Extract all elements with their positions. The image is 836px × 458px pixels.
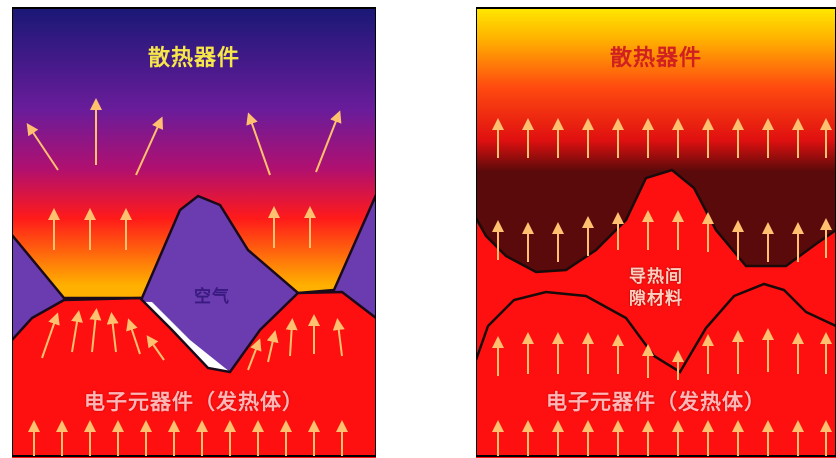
left-heatsink-label: 散热器件 xyxy=(147,46,240,71)
right-component-label: 电子元器件（发热体） xyxy=(546,390,766,414)
heat-flow-arrows-upper xyxy=(26,98,342,176)
tim-label-line2: 隙材料 xyxy=(629,289,683,309)
right-diagram xyxy=(476,7,836,458)
right-heatsink-label: 散热器件 xyxy=(609,46,702,71)
heat-flow-arrows-bottom xyxy=(492,420,832,456)
heat-flow-arrows-component xyxy=(492,328,832,380)
component-boundary xyxy=(476,282,836,374)
heatsink-block xyxy=(476,8,836,272)
component-block xyxy=(12,292,376,458)
left-panel: 散热器件 空气 电子元器件（发热体） xyxy=(12,0,376,458)
tim-label-line1: 导热间 xyxy=(629,267,683,287)
heat-flow-arrows-upper xyxy=(492,118,832,158)
heat-flow-arrows-middle xyxy=(492,210,832,262)
air-label: 空气 xyxy=(194,287,230,307)
heat-flow-arrows-component xyxy=(41,308,345,371)
heat-flow-arrows-bottom xyxy=(28,420,348,456)
left-component-label: 电子元器件（发热体） xyxy=(84,390,304,414)
heat-flow-arrows-middle xyxy=(48,206,316,250)
left-diagram xyxy=(12,7,376,458)
right-panel: 散热器件 导热间 隙材料 电子元器件（发热体） xyxy=(476,0,836,458)
